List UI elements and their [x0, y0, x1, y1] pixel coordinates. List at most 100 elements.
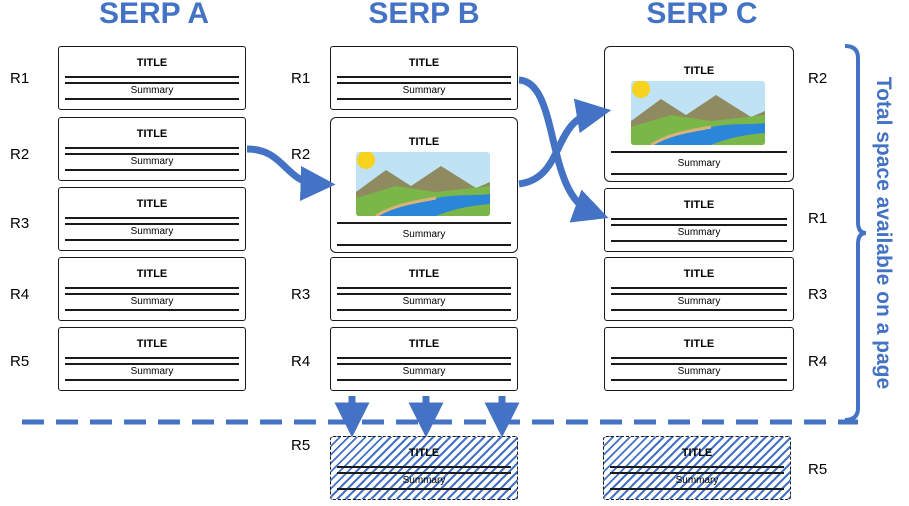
text-line [65, 153, 239, 155]
serp-b-header: SERP B [368, 0, 480, 30]
text-line [611, 293, 787, 295]
text-line [65, 147, 239, 149]
text-line [337, 472, 511, 474]
serp-a-result-5: TITLE Summary [58, 327, 246, 391]
text-line [611, 309, 787, 311]
result-title: TITLE [136, 338, 168, 350]
serp-a-rank-4: R4 [10, 286, 30, 303]
result-summary: Summary [677, 158, 721, 169]
text-line [611, 287, 787, 289]
result-title: TITLE [408, 136, 440, 148]
text-line [65, 239, 239, 241]
text-line [65, 293, 239, 295]
serp-a-header: SERP A [98, 0, 210, 30]
text-line [337, 287, 511, 289]
text-line [337, 379, 511, 381]
text-line [65, 357, 239, 359]
serp-a-result-1: TITLE Summary [58, 46, 246, 110]
serp-a-rank-5: R5 [10, 353, 30, 370]
serp-c-rank-5: R5 [808, 461, 828, 478]
text-line [337, 98, 511, 100]
text-line [65, 379, 239, 381]
serp-c-pushed-result: TITLE Summary [603, 436, 791, 500]
serp-a-result-3: TITLE Summary [58, 187, 246, 251]
text-line [611, 151, 787, 153]
result-summary: Summary [402, 85, 446, 96]
text-line [65, 82, 239, 84]
result-summary: Summary [130, 156, 174, 167]
serp-b-rank-4: R4 [291, 353, 311, 370]
serp-c-rank-2: R1 [808, 210, 828, 227]
result-summary: Summary [402, 366, 446, 377]
text-line [337, 222, 511, 224]
serp-a-rank-2: R2 [10, 146, 30, 163]
result-title: TITLE [136, 198, 168, 210]
result-title: TITLE [683, 65, 715, 77]
landscape-image [631, 81, 765, 145]
text-line [611, 224, 787, 226]
text-line [65, 169, 239, 171]
text-line [65, 363, 239, 365]
serp-b-rank-3: R3 [291, 286, 311, 303]
serp-c-rank-3: R3 [808, 286, 828, 303]
result-title: TITLE [683, 268, 715, 280]
serp-c-rank-4: R4 [808, 353, 828, 370]
serp-b-rank-2: R2 [291, 146, 311, 163]
total-space-text: Total space available on a page [872, 76, 895, 390]
result-summary: Summary [402, 475, 446, 486]
text-line [337, 488, 511, 490]
text-line [337, 466, 511, 468]
result-title: TITLE [681, 447, 713, 459]
text-line [337, 82, 511, 84]
text-line [611, 173, 787, 175]
result-title: TITLE [408, 268, 440, 280]
result-title: TITLE [683, 338, 715, 350]
text-line [610, 472, 784, 474]
serp-a-rank-3: R3 [10, 215, 30, 232]
result-summary: Summary [677, 296, 721, 307]
serp-c-result-r1: TITLE Summary [604, 188, 794, 252]
text-line [611, 363, 787, 365]
text-line [337, 293, 511, 295]
serp-b-result-1: TITLE Summary [330, 46, 518, 110]
result-summary: Summary [130, 85, 174, 96]
result-summary: Summary [402, 296, 446, 307]
text-line [610, 488, 784, 490]
text-line [611, 379, 787, 381]
text-line [65, 217, 239, 219]
serp-a-result-4: TITLE Summary [58, 257, 246, 321]
serp-b-image-result: TITLE Summary [330, 117, 518, 253]
total-space-label: Total space available on a page [866, 48, 900, 418]
landscape-image [356, 152, 490, 216]
serp-a-result-2: TITLE Summary [58, 117, 246, 181]
text-line [65, 223, 239, 225]
text-line [337, 363, 511, 365]
text-line [337, 244, 511, 246]
result-summary: Summary [675, 475, 719, 486]
result-summary: Summary [677, 227, 721, 238]
serp-c-header: SERP C [646, 0, 758, 30]
result-summary: Summary [130, 226, 174, 237]
result-summary: Summary [402, 229, 446, 240]
move-arrow [518, 76, 609, 223]
total-space-brace [844, 44, 867, 422]
text-line [337, 76, 511, 78]
text-line [65, 76, 239, 78]
serp-c-rank-1: R2 [808, 70, 828, 87]
serp-b-rank-1: R1 [291, 70, 311, 87]
serp-b-result-4: TITLE Summary [330, 327, 518, 391]
text-line [611, 240, 787, 242]
text-line [65, 309, 239, 311]
serp-b-rank-5: R5 [291, 437, 311, 454]
result-title: TITLE [136, 57, 168, 69]
serp-c-result-r4: TITLE Summary [604, 327, 794, 391]
text-line [337, 357, 511, 359]
text-line [611, 218, 787, 220]
result-summary: Summary [130, 296, 174, 307]
text-line [65, 287, 239, 289]
result-title: TITLE [683, 199, 715, 211]
move-arrow [518, 98, 612, 188]
result-title: TITLE [408, 57, 440, 69]
text-line [337, 309, 511, 311]
text-line [611, 357, 787, 359]
